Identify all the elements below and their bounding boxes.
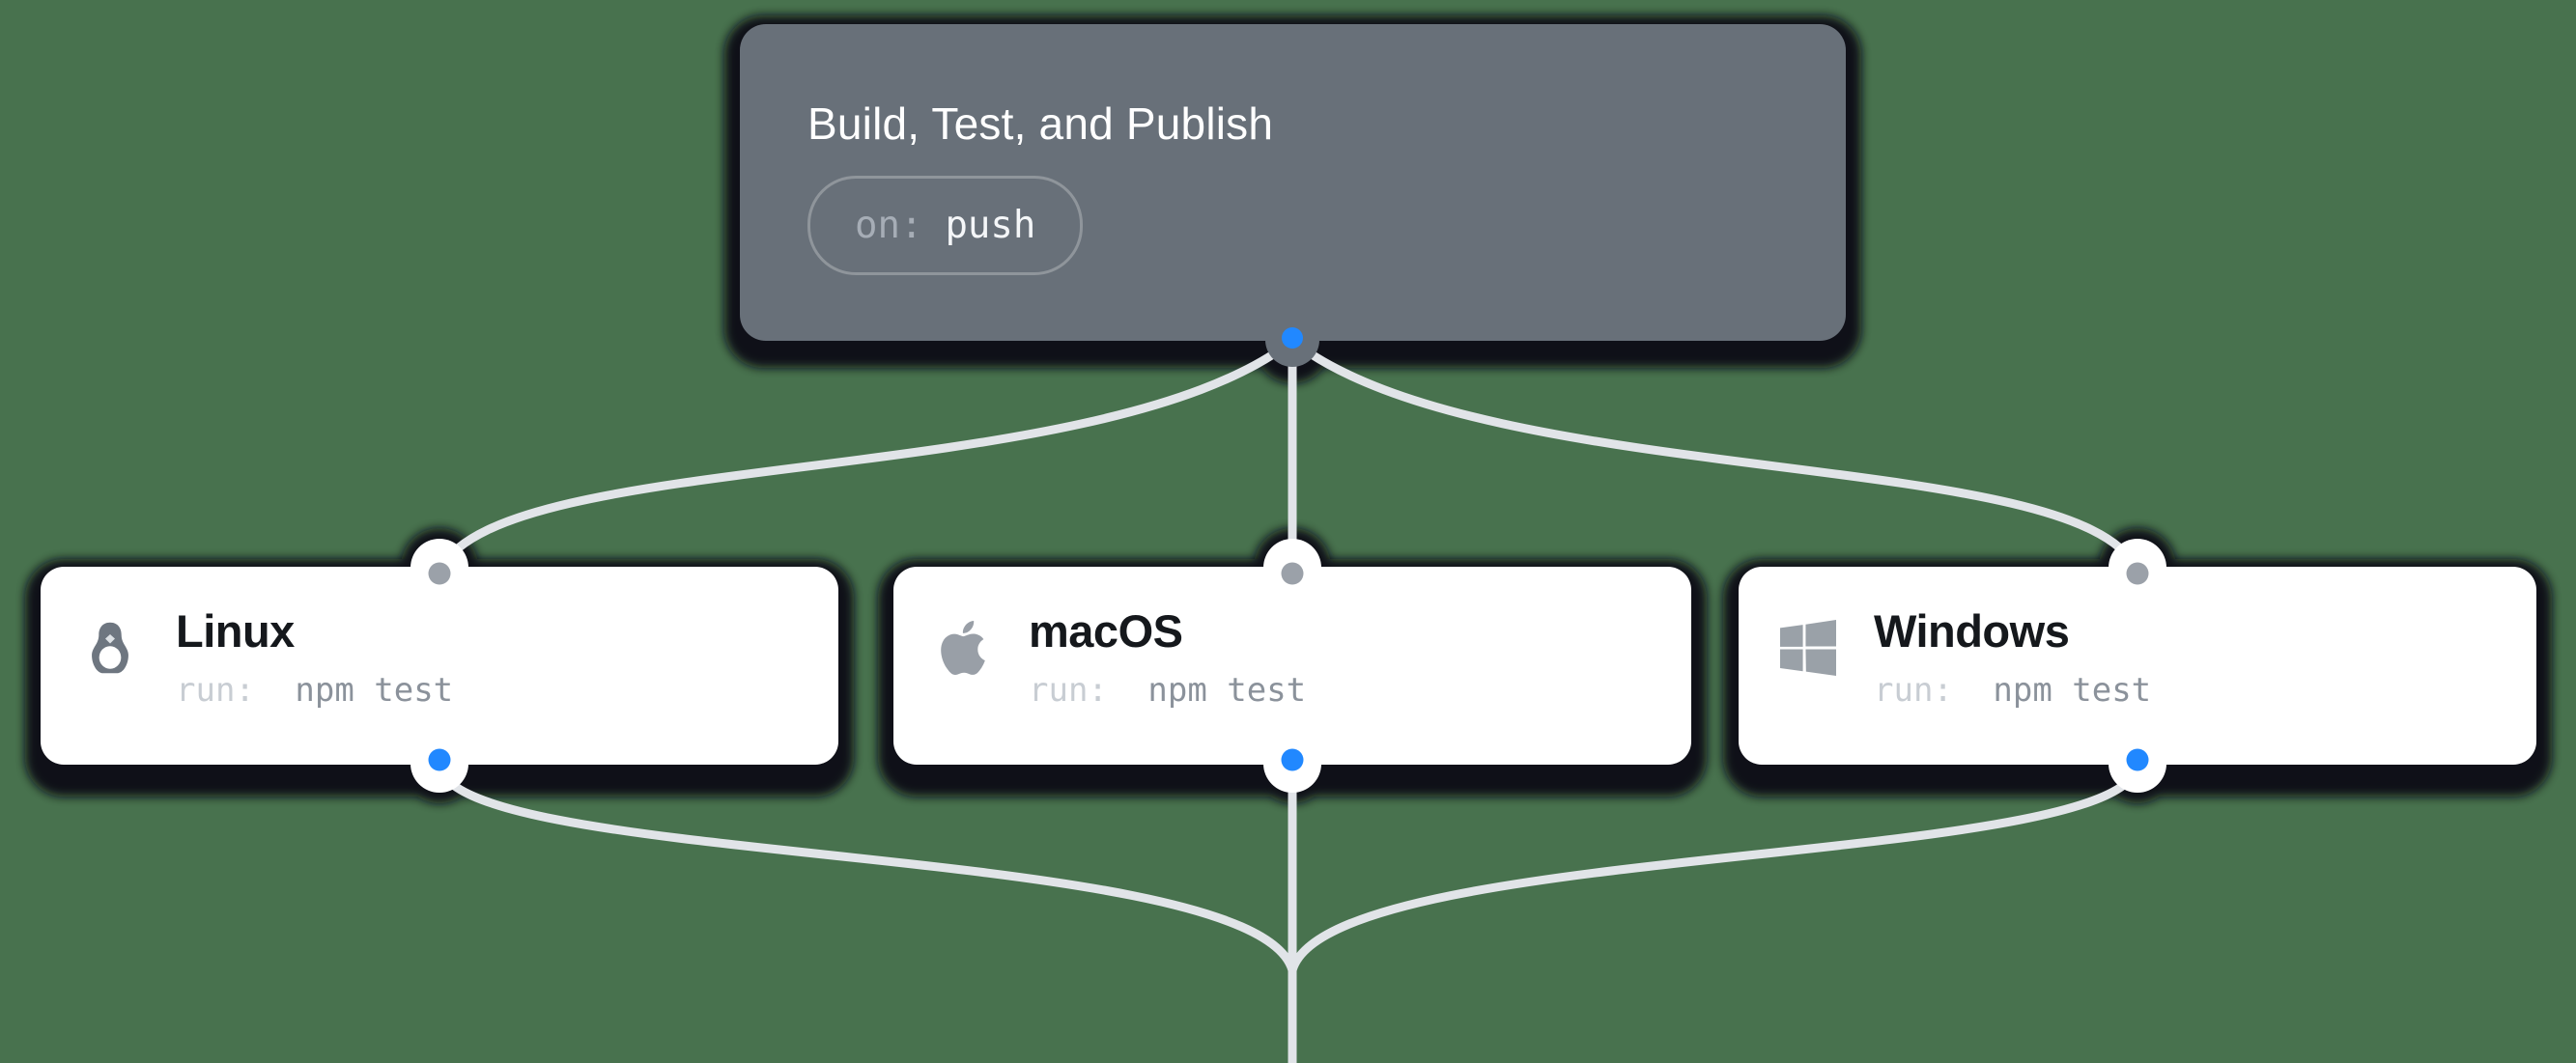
apple-icon bbox=[928, 600, 998, 696]
job-run-key: run: bbox=[1874, 671, 1953, 710]
edge-trigger-to-linux bbox=[437, 336, 1297, 573]
job-title-macos: macOS bbox=[1029, 605, 1183, 657]
job-run-windows: run: npm test bbox=[1874, 671, 2151, 710]
trigger-badge-key: on: bbox=[855, 204, 923, 247]
job-node-windows[interactable]: Windows run: npm test bbox=[1739, 567, 2536, 765]
trigger-event-badge: on: push bbox=[807, 176, 1084, 275]
linux-tux-icon bbox=[75, 600, 145, 696]
edge-windows-to-next bbox=[1288, 758, 2142, 975]
job-run-key: run: bbox=[176, 671, 255, 710]
windows-icon bbox=[1773, 600, 1843, 696]
trigger-node[interactable]: Build, Test, and Publish on: push bbox=[740, 24, 1846, 341]
job-run-value: npm test bbox=[1147, 671, 1307, 710]
edge-linux-to-next bbox=[435, 758, 1297, 975]
job-node-linux[interactable]: Linux run: npm test bbox=[41, 567, 838, 765]
trigger-badge-value: push bbox=[945, 204, 1036, 247]
job-run-linux: run: npm test bbox=[176, 671, 453, 710]
job-run-value: npm test bbox=[1993, 671, 2152, 710]
job-title-linux: Linux bbox=[176, 605, 295, 657]
job-run-macos: run: npm test bbox=[1029, 671, 1306, 710]
job-run-key: run: bbox=[1029, 671, 1108, 710]
job-run-value: npm test bbox=[295, 671, 454, 710]
job-node-macos[interactable]: macOS run: npm test bbox=[893, 567, 1691, 765]
trigger-title: Build, Test, and Publish bbox=[807, 98, 1274, 149]
job-title-windows: Windows bbox=[1874, 605, 2070, 657]
edge-trigger-to-windows bbox=[1288, 336, 2140, 573]
